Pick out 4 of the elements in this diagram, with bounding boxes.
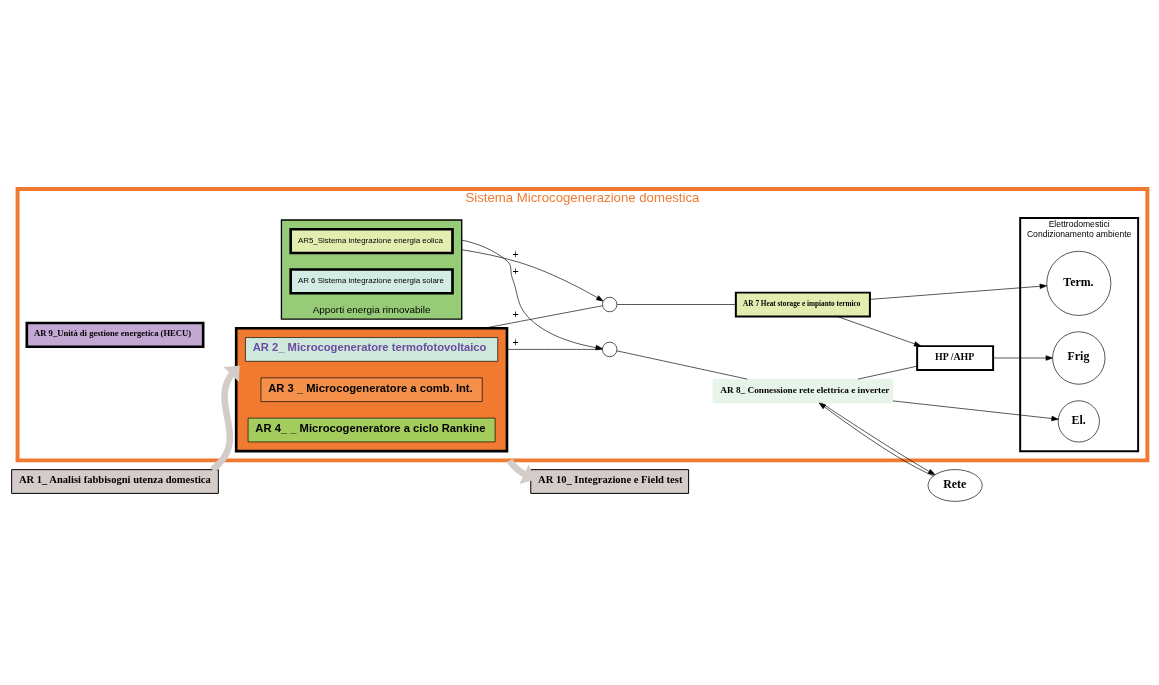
edge-label: + <box>512 264 519 277</box>
edge-label: + <box>512 248 519 261</box>
edge-label: + <box>512 308 519 321</box>
edge-label: + <box>512 335 519 348</box>
